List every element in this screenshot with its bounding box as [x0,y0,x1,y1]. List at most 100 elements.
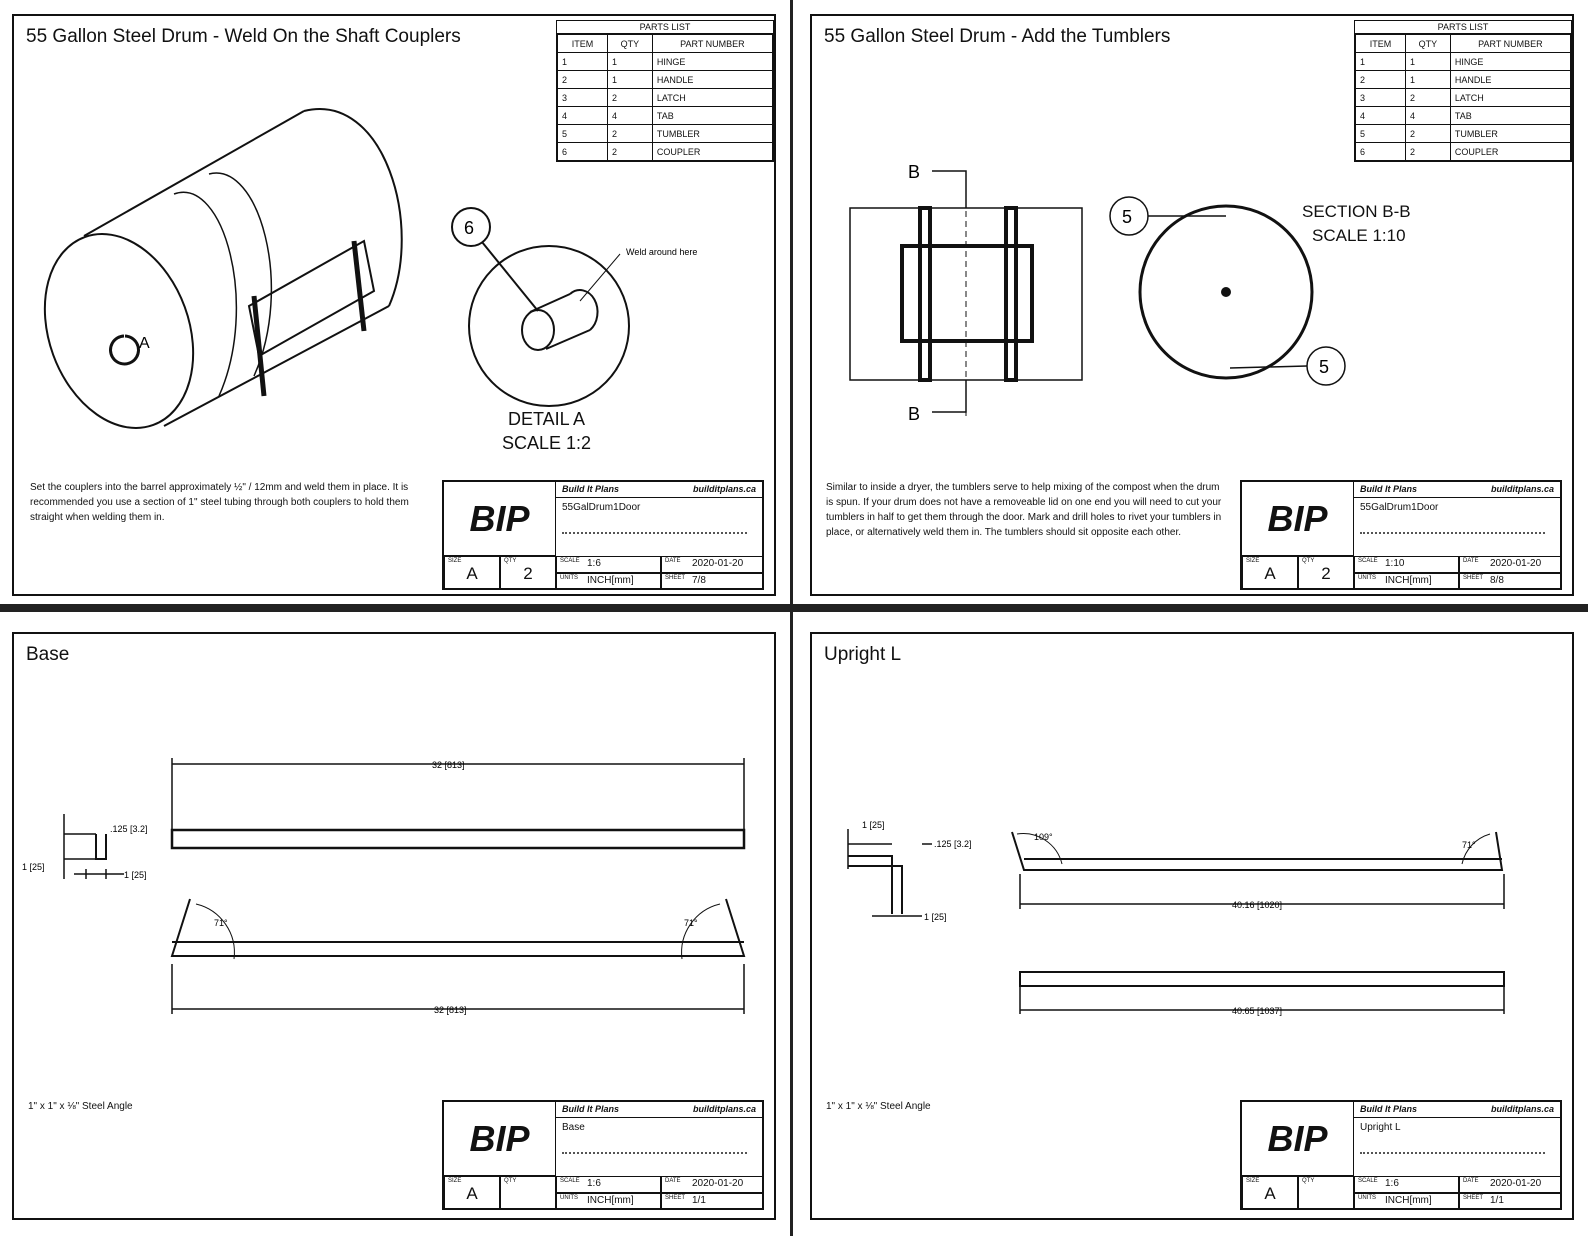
sheet-title: 55 Gallon Steel Drum - Weld On the Shaft… [26,26,461,47]
bip-logo: BIP [1242,1102,1354,1176]
date-value: 2020-01-20 [1490,1178,1542,1189]
size-value: A [1264,1184,1276,1203]
cell: 5 [556,124,609,143]
cell: 1 [1405,52,1451,71]
material-note: 1" x 1" x ⅛" Steel Angle [28,1101,133,1112]
sheet-title: Base [26,644,70,665]
drawing-name: Upright L [1360,1122,1401,1133]
upright-drawing: 1 [25] .125 [3.2] 1 [25] 109° 71° 40.16 … [847,820,1505,1016]
col-item: ITEM [556,33,609,53]
cell: HINGE [1449,52,1572,71]
cell: 4 [1354,106,1407,125]
drawing-name: 55GalDrum1Door [562,502,641,513]
drawing-name: 55GalDrum1Door [1360,502,1439,513]
cell: 6 [1354,142,1407,162]
col-part-number: PART NUMBER [651,33,774,53]
cell: 4 [556,106,609,125]
col-qty: QTY [607,33,653,53]
col-qty: QTY [1405,33,1451,53]
sheet-value: 8/8 [1490,575,1504,586]
drawing-sheet-tumblers: 55 Gallon Steel Drum - Add the Tumblers … [810,14,1574,596]
company-name: Build It Plans [562,1104,620,1114]
title-block-header: Build It Plans builditplans.ca [556,1102,762,1118]
company-name: Build It Plans [562,484,620,494]
cell: TUMBLER [651,124,774,143]
vertical-divider [790,0,793,1236]
sheet-value: 7/8 [692,575,706,586]
cell: HANDLE [1449,70,1572,89]
size-value: A [466,564,478,583]
section-marker-bottom: B [908,404,920,424]
units-value: INCH[mm] [1385,1195,1432,1206]
date-value: 2020-01-20 [692,558,744,569]
dim-bottom-leg: 1 [25] [924,912,947,922]
cell: 4 [1405,106,1451,125]
company-site: builditplans.ca [1490,484,1554,494]
bip-logo: BIP [1242,482,1354,556]
units-value: INCH[mm] [587,575,634,586]
title-block: BIP Build It Plans builditplans.ca 55GalD… [1240,480,1562,590]
detail-scale: SCALE 1:2 [502,433,592,453]
units-value: INCH[mm] [1385,575,1432,586]
cell: TAB [1449,106,1572,125]
cell: 3 [556,88,609,107]
company-site: builditplans.ca [692,1104,756,1114]
dim-length-2: 40.65 [1037] [1232,1006,1282,1016]
cell: 4 [607,106,653,125]
dim-thickness: .125 [3.2] [934,839,972,849]
company-name: Build It Plans [1360,484,1418,494]
base-drawing: 32 [813] 32 [813] .125 [3.2] 1 [25] 1 [2… [22,758,746,1015]
sheet-title: Upright L [824,644,902,665]
cell: 2 [607,88,653,107]
material-note: 1" x 1" x ⅛" Steel Angle [826,1101,931,1112]
section-marker-top: B [908,162,920,182]
cell: 1 [556,52,609,71]
bip-logo: BIP [444,482,556,556]
cell: LATCH [651,88,774,107]
detail-callout: 6 [464,218,474,238]
cell: COUPLER [1449,142,1572,162]
drawing-sheet-couplers: 55 Gallon Steel Drum - Weld On the Shaft… [12,14,776,596]
company-site: builditplans.ca [692,484,756,494]
dim-angle-right: 71° [684,918,698,928]
cell: 1 [607,70,653,89]
weld-note: Weld around here [626,247,697,257]
fine-print [562,1152,747,1156]
cell: 2 [607,124,653,143]
qty-value: 2 [523,564,533,583]
cell: 3 [1354,88,1407,107]
scale-value: 1:10 [1385,558,1405,569]
dim-bottom-length: 32 [813] [434,1005,467,1015]
detail-label: DETAIL A [508,409,586,429]
company-name: Build It Plans [1360,1104,1418,1114]
cell: 1 [1354,52,1407,71]
scale-value: 1:6 [587,1178,601,1189]
sheet-value: 1/1 [1490,1195,1504,1206]
units-value: INCH[mm] [587,1195,634,1206]
cell: 2 [1405,124,1451,143]
fine-print [1360,532,1545,536]
instruction-note: Set the couplers into the barrel approxi… [30,482,409,523]
parts-list-caption: PARTS LIST [1354,20,1572,33]
